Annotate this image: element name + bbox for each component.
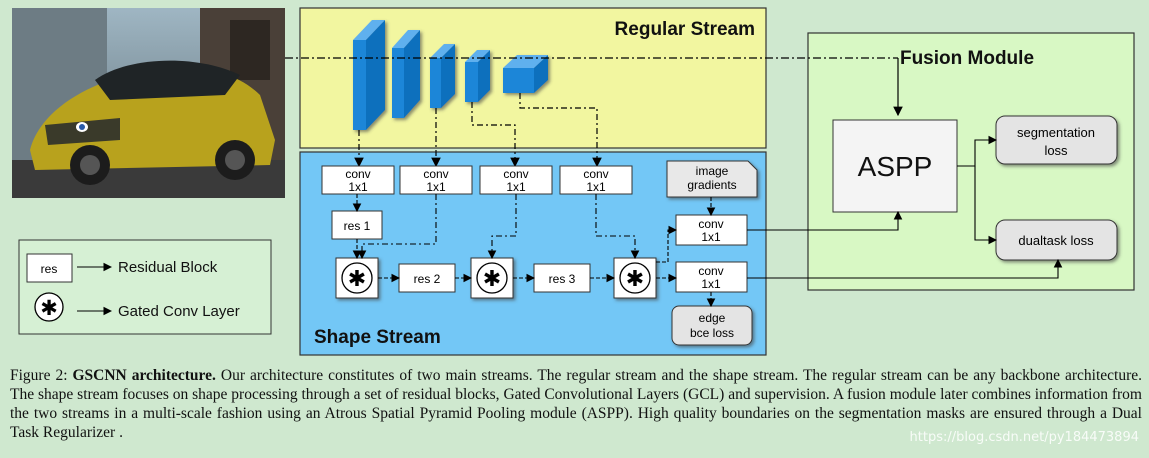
svg-text:1x1: 1x1 [586, 180, 606, 194]
svg-text:1x1: 1x1 [506, 180, 526, 194]
legend-res-swatch: res [26, 253, 73, 283]
caption-prefix: Figure 2: [10, 367, 73, 384]
svg-text:segmentation: segmentation [1017, 125, 1095, 140]
svg-text:res 1: res 1 [344, 219, 371, 233]
svg-text:conv: conv [698, 264, 723, 278]
svg-text:conv: conv [423, 167, 448, 181]
encoder-block-2 [392, 30, 420, 118]
svg-text:conv: conv [345, 167, 370, 181]
gscnn-diagram: Regular Stream Shape Stream Fusion Modul… [12, 7, 1135, 356]
svg-text:1x1: 1x1 [701, 277, 721, 291]
svg-text:gradients: gradients [687, 178, 736, 192]
regular-stream-connectors [285, 57, 903, 168]
svg-text:image: image [696, 164, 729, 178]
dualtask-loss-block: dualtask loss [995, 219, 1118, 261]
res-block-2: res 2 [398, 263, 456, 293]
svg-text:bce loss: bce loss [690, 326, 734, 340]
fusion-connectors [747, 135, 1063, 279]
svg-text:✱: ✱ [626, 267, 644, 292]
encoder-block-4 [465, 50, 490, 102]
input-image [12, 8, 285, 198]
legend-residual-block-label: Residual Block [118, 259, 218, 276]
shape-stream-title: Shape Stream [314, 327, 441, 348]
image-gradients-block: image gradients [666, 160, 758, 198]
res-block-1: res 1 [331, 210, 383, 240]
conv-block-6: conv 1x1 [675, 261, 748, 293]
svg-text:loss: loss [1044, 143, 1068, 158]
encoder-blocks [353, 20, 548, 130]
caption-title: GSCNN architecture. [72, 367, 216, 384]
encoder-block-1 [353, 20, 385, 130]
legend: res Residual Block ✱ Gated Conv Layer [18, 239, 272, 335]
figure-caption: Figure 2: GSCNN architecture. Our archit… [10, 366, 1142, 442]
conv-block-1: conv 1x1 [321, 165, 395, 195]
gated-conv-1: ✱ [335, 257, 379, 299]
fusion-module-title: Fusion Module [900, 48, 1034, 69]
res-block-3: res 3 [533, 263, 591, 293]
caption-text: Our architecture constitutes of two main… [10, 367, 1142, 441]
conv-block-3: conv 1x1 [479, 165, 553, 195]
svg-text:res: res [41, 262, 58, 276]
svg-text:edge: edge [699, 311, 726, 325]
segmentation-loss-block: segmentation loss [995, 115, 1118, 165]
aspp-block: ASPP [832, 119, 958, 213]
encoder-block-3 [430, 44, 455, 108]
regular-stream-title: Regular Stream [615, 19, 755, 40]
svg-text:1x1: 1x1 [348, 180, 368, 194]
svg-text:conv: conv [698, 217, 723, 231]
svg-text:dualtask loss: dualtask loss [1018, 233, 1094, 248]
conv-block-5: conv 1x1 [675, 214, 748, 246]
gated-conv-3: ✱ [613, 257, 657, 299]
legend-gated-conv-label: Gated Conv Layer [118, 303, 240, 320]
svg-text:✱: ✱ [40, 296, 58, 320]
svg-text:conv: conv [503, 167, 528, 181]
svg-text:1x1: 1x1 [426, 180, 446, 194]
watermark: https://blog.csdn.net/py184473894 [909, 430, 1139, 445]
conv-block-2: conv 1x1 [399, 165, 473, 195]
shape-stream-connectors [352, 194, 716, 308]
gated-conv-2: ✱ [470, 257, 514, 299]
conv-block-4: conv 1x1 [559, 165, 633, 195]
legend-gate-swatch: ✱ [34, 292, 64, 322]
edge-bce-loss-block: edge bce loss [671, 305, 753, 346]
svg-text:1x1: 1x1 [701, 230, 721, 244]
svg-text:✱: ✱ [483, 267, 501, 292]
svg-text:ASPP: ASPP [858, 151, 933, 182]
svg-text:✱: ✱ [348, 267, 366, 292]
svg-text:res 2: res 2 [414, 272, 441, 286]
svg-text:res 3: res 3 [549, 272, 576, 286]
svg-text:conv: conv [583, 167, 608, 181]
